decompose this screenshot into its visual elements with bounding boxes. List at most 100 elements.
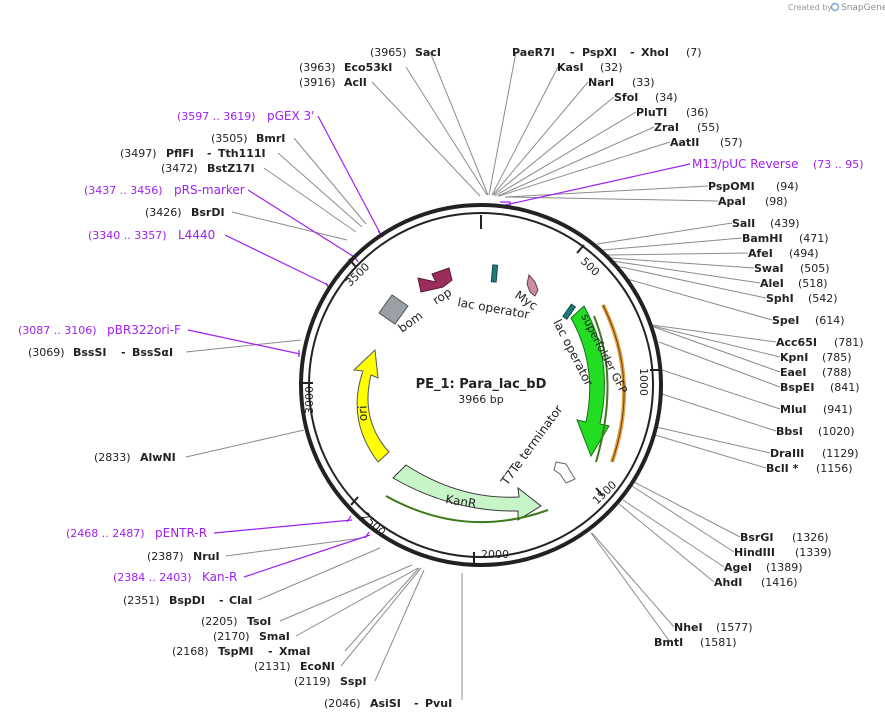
svg-text:SpeI: SpeI <box>772 314 799 327</box>
site-label-bbsi: BbsI(1020) <box>776 425 855 438</box>
site-label-agei: AgeI (1389) <box>724 561 803 574</box>
site-label-bspei: BspEI(841) <box>780 381 860 394</box>
site-label-asisi: (2046)AsiSI-PvuI <box>324 697 452 710</box>
svg-text:(2351): (2351) <box>123 594 160 607</box>
svg-text:(7): (7) <box>686 46 702 59</box>
site-label-sphi: SphI(542) <box>766 292 838 305</box>
svg-text:-: - <box>207 147 212 160</box>
site-label-sfoi: SfoI(34) <box>614 91 678 104</box>
tick-label-3000: 3000 <box>303 386 316 414</box>
svg-text:SphI: SphI <box>766 292 794 305</box>
connector-sphi <box>615 265 767 299</box>
site-label-afei: AfeI(494) <box>748 247 819 260</box>
svg-text:AsiSI: AsiSI <box>370 697 401 710</box>
svg-text:(3437 .. 3456): (3437 .. 3456) <box>84 184 163 197</box>
primer-connector-pentr-r <box>213 519 353 534</box>
site-label-alwni: (2833)AlwNI <box>94 451 176 464</box>
svg-text:AclI: AclI <box>344 76 367 89</box>
svg-text:pENTR-R: pENTR-R <box>155 526 207 540</box>
site-label-kpni: KpnI (785) <box>780 351 852 364</box>
svg-text:(3597 .. 3619): (3597 .. 3619) <box>177 110 256 123</box>
connector-hindiii <box>631 485 735 553</box>
feature-kanr-sub-track <box>385 495 549 524</box>
svg-text:pGEX 3': pGEX 3' <box>267 109 314 123</box>
site-label-alei: AleI(518) <box>760 277 828 290</box>
svg-text:(36): (36) <box>686 106 709 119</box>
svg-text:ClaI: ClaI <box>229 594 252 607</box>
site-label-apai: ApaI(98) <box>718 195 788 208</box>
svg-text:-: - <box>630 46 635 59</box>
primer-label-pentr-r: (2468 .. 2487) pENTR-R <box>66 526 207 540</box>
connector-aatii <box>498 141 671 197</box>
svg-text:SspI: SspI <box>340 675 366 688</box>
svg-text:(439): (439) <box>770 217 800 230</box>
svg-text:(1129): (1129) <box>822 447 859 460</box>
svg-text:(785): (785) <box>822 351 852 364</box>
svg-text:ZraI: ZraI <box>654 121 679 134</box>
svg-text:(32): (32) <box>600 61 623 74</box>
site-label-pflfi: (3497)PflFI-Tth111I <box>120 147 266 160</box>
features <box>352 264 626 524</box>
svg-text:(3497): (3497) <box>120 147 157 160</box>
svg-text:(33): (33) <box>632 76 655 89</box>
site-label-sspi: (2119)SspI <box>294 675 366 688</box>
svg-text:BspDI: BspDI <box>169 594 205 607</box>
connector-acc65i <box>651 324 777 343</box>
svg-text:XhoI: XhoI <box>641 46 669 59</box>
svg-text:(73 .. 95): (73 .. 95) <box>813 158 864 171</box>
feature-lac-operator-2 <box>562 303 577 320</box>
site-label-draiii: DraIII(1129) <box>770 447 859 460</box>
svg-text:EaeI: EaeI <box>780 366 807 379</box>
svg-text:(98): (98) <box>765 195 788 208</box>
tick-3500 <box>348 258 357 268</box>
svg-text:BssSαI: BssSαI <box>132 346 173 359</box>
svg-text:Eco53kI: Eco53kI <box>344 61 392 74</box>
plasmid-title: PE_1: Para_lac_bD 3966 bp <box>416 377 547 406</box>
svg-text:(2468 .. 2487): (2468 .. 2487) <box>66 527 145 540</box>
svg-text:MluI: MluI <box>780 403 807 416</box>
tick-marks <box>303 215 660 564</box>
primer-label-m13-puc-reverse: M13/pUC Reverse(73 .. 95) <box>692 157 864 171</box>
feature-kanr-arrow <box>392 464 542 521</box>
connector-pflfi <box>277 152 363 228</box>
svg-text:TsoI: TsoI <box>247 615 271 628</box>
svg-text:Kan-R: Kan-R <box>202 570 237 584</box>
svg-text:(1020): (1020) <box>818 425 855 438</box>
connector-bamhi <box>602 237 743 251</box>
site-label-smai: (2170)SmaI <box>213 630 290 643</box>
svg-text:AatII: AatII <box>670 136 699 149</box>
connector-acli <box>371 81 481 197</box>
svg-text:(3340 .. 3357): (3340 .. 3357) <box>88 229 167 242</box>
feature-superfolder-gfp-inner <box>602 304 625 463</box>
svg-text:BmtI: BmtI <box>654 636 683 649</box>
snapgene-credit: Created by SnapGene <box>788 2 885 13</box>
primer-mark-pentr <box>346 515 352 523</box>
svg-text:PaeR7I: PaeR7I <box>512 46 555 59</box>
site-label-swai: SwaI(505) <box>754 262 830 275</box>
site-label-mlui: MluI(941) <box>780 403 853 416</box>
feature-gfp-sub-track <box>593 315 609 463</box>
svg-text:(1416): (1416) <box>761 576 798 589</box>
site-label-ahdi: AhdI(1416) <box>714 576 798 589</box>
svg-text:SalI: SalI <box>732 217 755 230</box>
svg-text:(2170): (2170) <box>213 630 250 643</box>
connector-bmri <box>293 137 367 225</box>
svg-text:(2205): (2205) <box>201 615 238 628</box>
site-label-bmri: (3505)BmrI <box>211 132 285 145</box>
connector-tspmi <box>344 567 420 652</box>
svg-text:AgeI: AgeI <box>724 561 752 574</box>
svg-text:KpnI: KpnI <box>780 351 808 364</box>
connector-bbsi <box>661 393 777 432</box>
site-connector-lines <box>185 51 781 700</box>
connector-kpni <box>652 325 781 358</box>
connector-mlui <box>661 369 781 410</box>
svg-text:BsrDI: BsrDI <box>191 206 225 219</box>
svg-text:(1326): (1326) <box>792 531 829 544</box>
svg-text:(55): (55) <box>697 121 720 134</box>
site-label-nhei: NheI(1577) <box>674 621 753 634</box>
svg-text:(1339): (1339) <box>795 546 832 559</box>
site-label-acli: (3916)AclI <box>299 76 367 89</box>
svg-text:(1389): (1389) <box>766 561 803 574</box>
svg-text:NruI: NruI <box>193 550 220 563</box>
